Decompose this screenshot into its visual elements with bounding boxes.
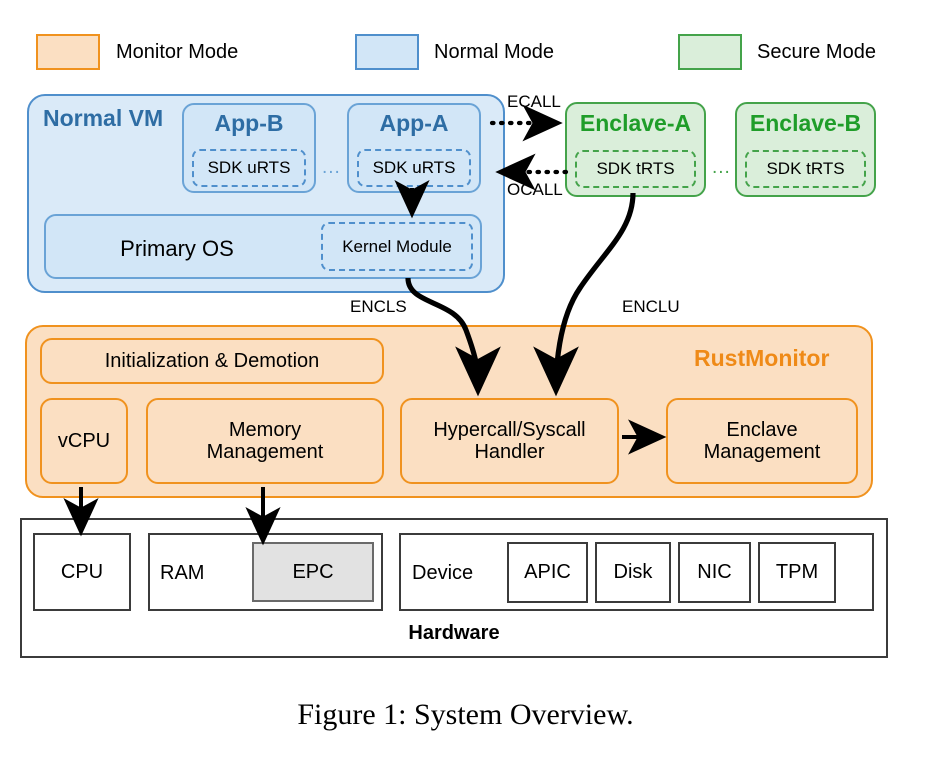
legend-swatch-monitor-mode xyxy=(36,34,100,70)
apps-ellipsis: ... xyxy=(322,157,341,178)
ocall-label: OCALL xyxy=(507,180,563,199)
normal-vm-title: Normal VM xyxy=(43,105,164,131)
legend-swatch-secure-mode xyxy=(678,34,742,70)
enclave-b-sdk-trts-box: SDK tRTS xyxy=(745,150,866,188)
vcpu-label: vCPU xyxy=(57,429,111,452)
hardware-cpu-box: CPU xyxy=(33,533,131,611)
legend-swatch-normal-mode xyxy=(355,34,419,70)
hardware-title: Hardware xyxy=(408,622,500,644)
initialization-demotion-box: Initialization & Demotion xyxy=(40,338,384,384)
enclave-a-sdk-trts-label: SDK tRTS xyxy=(596,159,675,179)
hypercall-syscall-handler-label-line2: Handler xyxy=(474,441,545,463)
enclu-label: ENCLU xyxy=(622,297,680,316)
app-b-sdk-urts-label: SDK uRTS xyxy=(207,158,291,178)
hardware-apic-label: APIC xyxy=(524,561,571,584)
encls-label: ENCLS xyxy=(350,297,407,316)
enclave-management-label-line2: Management xyxy=(703,441,821,463)
legend-label-secure-mode: Secure Mode xyxy=(757,41,876,63)
memory-management-box: Memory Management xyxy=(146,398,384,484)
figure-caption: Figure 1: System Overview. xyxy=(297,698,634,731)
app-a-sdk-urts-box: SDK uRTS xyxy=(357,149,471,187)
primary-os-label: Primary OS xyxy=(120,236,234,261)
hardware-epc-box: EPC xyxy=(252,542,374,602)
vcpu-box: vCPU xyxy=(40,398,128,484)
hardware-apic-box: APIC xyxy=(507,542,588,603)
hardware-nic-label: NIC xyxy=(697,561,732,584)
hardware-cpu-label: CPU xyxy=(60,560,104,583)
hardware-epc-label: EPC xyxy=(292,560,334,583)
enclaves-ellipsis: ... xyxy=(712,157,731,178)
rustmonitor-title: RustMonitor xyxy=(694,345,830,371)
hypercall-syscall-handler-label-line1: Hypercall/Syscall xyxy=(433,418,586,441)
ecall-label: ECALL xyxy=(507,92,561,111)
enclave-management-label-line1: Enclave xyxy=(726,418,798,441)
memory-management-label-line1: Memory xyxy=(228,418,302,441)
legend: Monitor Mode Normal Mode Secure Mode xyxy=(0,0,931,86)
app-b-sdk-urts-box: SDK uRTS xyxy=(192,149,306,187)
hardware-ram-label: RAM xyxy=(160,562,205,584)
legend-label-normal-mode: Normal Mode xyxy=(434,41,555,63)
kernel-module-label: Kernel Module xyxy=(342,236,452,256)
app-b-title: App-B xyxy=(214,110,284,136)
hardware-tpm-box: TPM xyxy=(758,542,836,603)
enclave-management-box: Enclave Management xyxy=(666,398,858,484)
app-a-title: App-A xyxy=(379,110,449,136)
app-a-sdk-urts-label: SDK uRTS xyxy=(372,158,456,178)
enclave-b-sdk-trts-label: SDK tRTS xyxy=(766,159,845,179)
hardware-device-label: Device xyxy=(412,562,474,584)
memory-management-label-line2: Management xyxy=(206,441,324,463)
kernel-module-box: Kernel Module xyxy=(321,222,473,271)
enclave-a-sdk-trts-box: SDK tRTS xyxy=(575,150,696,188)
hardware-disk-box: Disk xyxy=(595,542,671,603)
enclave-a-title: Enclave-A xyxy=(579,110,692,136)
enclave-b-title: Enclave-B xyxy=(749,110,862,136)
hardware-nic-box: NIC xyxy=(678,542,751,603)
hardware-tpm-label: TPM xyxy=(775,561,819,584)
hypercall-syscall-handler-box: Hypercall/Syscall Handler xyxy=(400,398,619,484)
hardware-disk-label: Disk xyxy=(613,561,653,584)
legend-label-monitor-mode: Monitor Mode xyxy=(116,41,239,63)
initialization-demotion-label: Initialization & Demotion xyxy=(104,349,320,372)
